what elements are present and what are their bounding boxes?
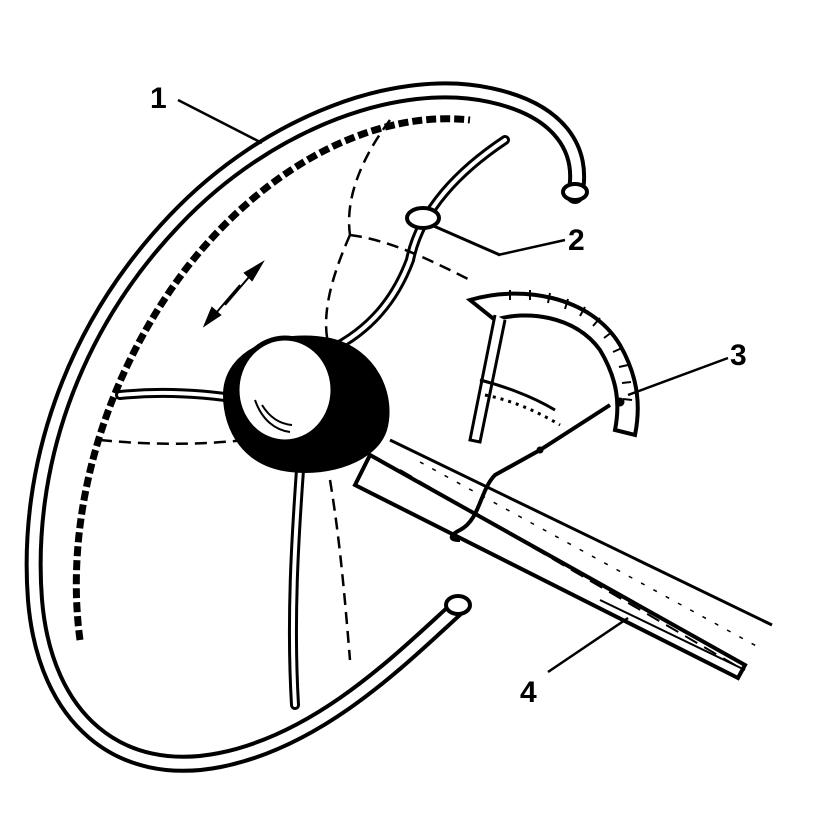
protractor-scale (449, 290, 640, 542)
wheel-hub (222, 335, 390, 473)
callout-label-2: 2 (568, 224, 585, 257)
leader-line-2 (497, 238, 566, 257)
leader-line-3 (627, 356, 729, 397)
alternate-position-outline (99, 119, 471, 661)
callout-label-1: 1 (150, 82, 167, 115)
leader-line-1 (177, 98, 263, 145)
leader-line-4 (547, 616, 629, 674)
steering-wheel-rim (24, 81, 589, 773)
rotation-arrows (202, 260, 265, 328)
leader-lines (177, 98, 729, 674)
steering-column (352, 438, 773, 681)
callout-label-3: 3 (730, 339, 747, 372)
gauge-needle (479, 378, 561, 427)
gauge-pointer-arm (405, 206, 501, 257)
callout-label-4: 4 (520, 676, 537, 709)
